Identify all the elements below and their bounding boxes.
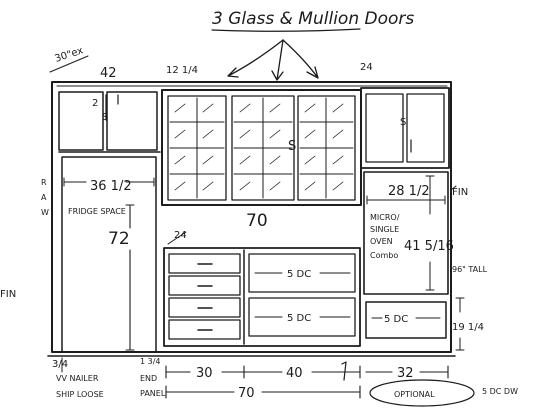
label-width-70-upper: 70: [246, 211, 268, 231]
optional-circle: [369, 379, 475, 407]
label-bottom-30: 30: [196, 366, 213, 381]
label-height-19-1-4: 19 1/4: [452, 322, 484, 333]
label-bottom-32: 32: [397, 366, 414, 381]
glass-door-left-mullions: [169, 97, 225, 199]
label-fin-left: FIN: [0, 289, 16, 300]
micro-combo-line-1: MICRO/: [370, 213, 400, 222]
arrow-center-upper: [271, 39, 284, 81]
label-fridge-height-72: 72: [108, 229, 130, 249]
glass-door-center: [231, 95, 295, 201]
label-width-12-1-4: 12 1/4: [166, 65, 198, 76]
bottom-70-line: [165, 385, 361, 399]
label-end-panel-2: END: [140, 374, 157, 383]
bottom-dim-line: [165, 365, 361, 379]
bottom-32-line: [365, 365, 449, 379]
base-24-tick: [167, 231, 187, 245]
micro-combo-line-2: SINGLE: [370, 225, 399, 234]
dim-41-line: [425, 175, 435, 291]
label-optional-note: 5 DC DW: [482, 387, 518, 396]
upper-left-door-s: S: [102, 112, 108, 123]
raw-letter-a: A: [41, 193, 47, 202]
label-bottom-40: 40: [286, 366, 303, 381]
glass-door-left: [167, 95, 227, 201]
glass-door-left-marks: [174, 103, 214, 191]
dim-19-line: [455, 297, 465, 351]
micro-oven-opening: [363, 171, 449, 295]
upper-left-door-1: [58, 91, 104, 151]
drawer-left-2: [168, 275, 241, 296]
label-bottom-70: 70: [238, 386, 255, 401]
dim-28-1-2-line: [366, 195, 446, 205]
label-top-angle: 30"ex: [54, 45, 85, 65]
center-door-s-label: S: [288, 139, 296, 154]
label-fridge-space: FRIDGE SPACE: [68, 207, 126, 216]
right-upper-door-2: [406, 93, 445, 163]
label-end-panel-1: 1 3/4: [140, 357, 161, 366]
label-96-tall: 96" TALL: [452, 265, 488, 274]
label-width-42: 42: [100, 66, 117, 81]
label-height-41-5-16: 41 5/16: [404, 239, 454, 254]
drawer-right-upper: [248, 253, 356, 293]
drawer-right-upper-label: 5 DC: [287, 269, 311, 280]
fridge-space-outline: [61, 156, 157, 353]
center-base-cabinet: [163, 247, 361, 347]
label-ship-loose: SHIP LOOSE: [56, 390, 104, 399]
right-base-drawer: [365, 301, 447, 339]
drawer-left-1: [168, 253, 241, 274]
right-upper-s-label: S: [400, 117, 406, 128]
label-fin-right: FIN: [452, 187, 468, 198]
label-optional: OPTIONAL: [394, 390, 435, 399]
drawer-left-4: [168, 319, 241, 340]
micro-combo-line-4: Combo: [370, 251, 398, 260]
top-angle-line: [49, 55, 89, 73]
glass-door-right: [297, 95, 356, 201]
label-end-panel-3: PANEL: [140, 389, 166, 398]
fin-right-line: [450, 185, 457, 191]
label-vv-nailer: VV NAILER: [56, 374, 99, 383]
right-base-drawer-label: 5 DC: [384, 314, 408, 325]
arrow-left-upper: [227, 39, 284, 78]
bottom-40-mark: [341, 361, 347, 381]
label-width-28-1-2: 28 1/2: [388, 184, 430, 199]
overall-cabinet-frame: [51, 81, 452, 353]
right-upper-door-1: [365, 93, 404, 163]
drawer-left-3: [168, 297, 241, 318]
raw-letter-w: W: [41, 208, 49, 217]
upper-left-door-2: [106, 91, 158, 151]
glass-door-right-marks: [304, 103, 344, 191]
glass-door-center-mullions: [233, 97, 293, 199]
micro-combo-line-3: OVEN: [370, 237, 393, 246]
label-3-4: 3/4: [52, 359, 68, 370]
arrow-right-upper: [282, 39, 319, 79]
upper-left-door-2-label: 2: [92, 98, 98, 109]
dim-72-line: [125, 204, 135, 351]
raw-letter-r: R: [41, 178, 47, 187]
diagram-title: 3 Glass & Mullion Doors: [212, 9, 414, 29]
drawer-right-lower: [248, 297, 356, 337]
title-underline: [211, 28, 361, 32]
label-width-24-top: 24: [360, 62, 373, 73]
drawer-right-lower-label: 5 DC: [287, 313, 311, 324]
label-width-36-1-2: 36 1/2: [90, 179, 132, 194]
glass-door-right-mullions: [299, 97, 354, 199]
right-upper-cabinet: [360, 87, 450, 169]
dim-36-1-2-line: [63, 177, 155, 187]
glass-door-center-marks: [239, 103, 281, 191]
